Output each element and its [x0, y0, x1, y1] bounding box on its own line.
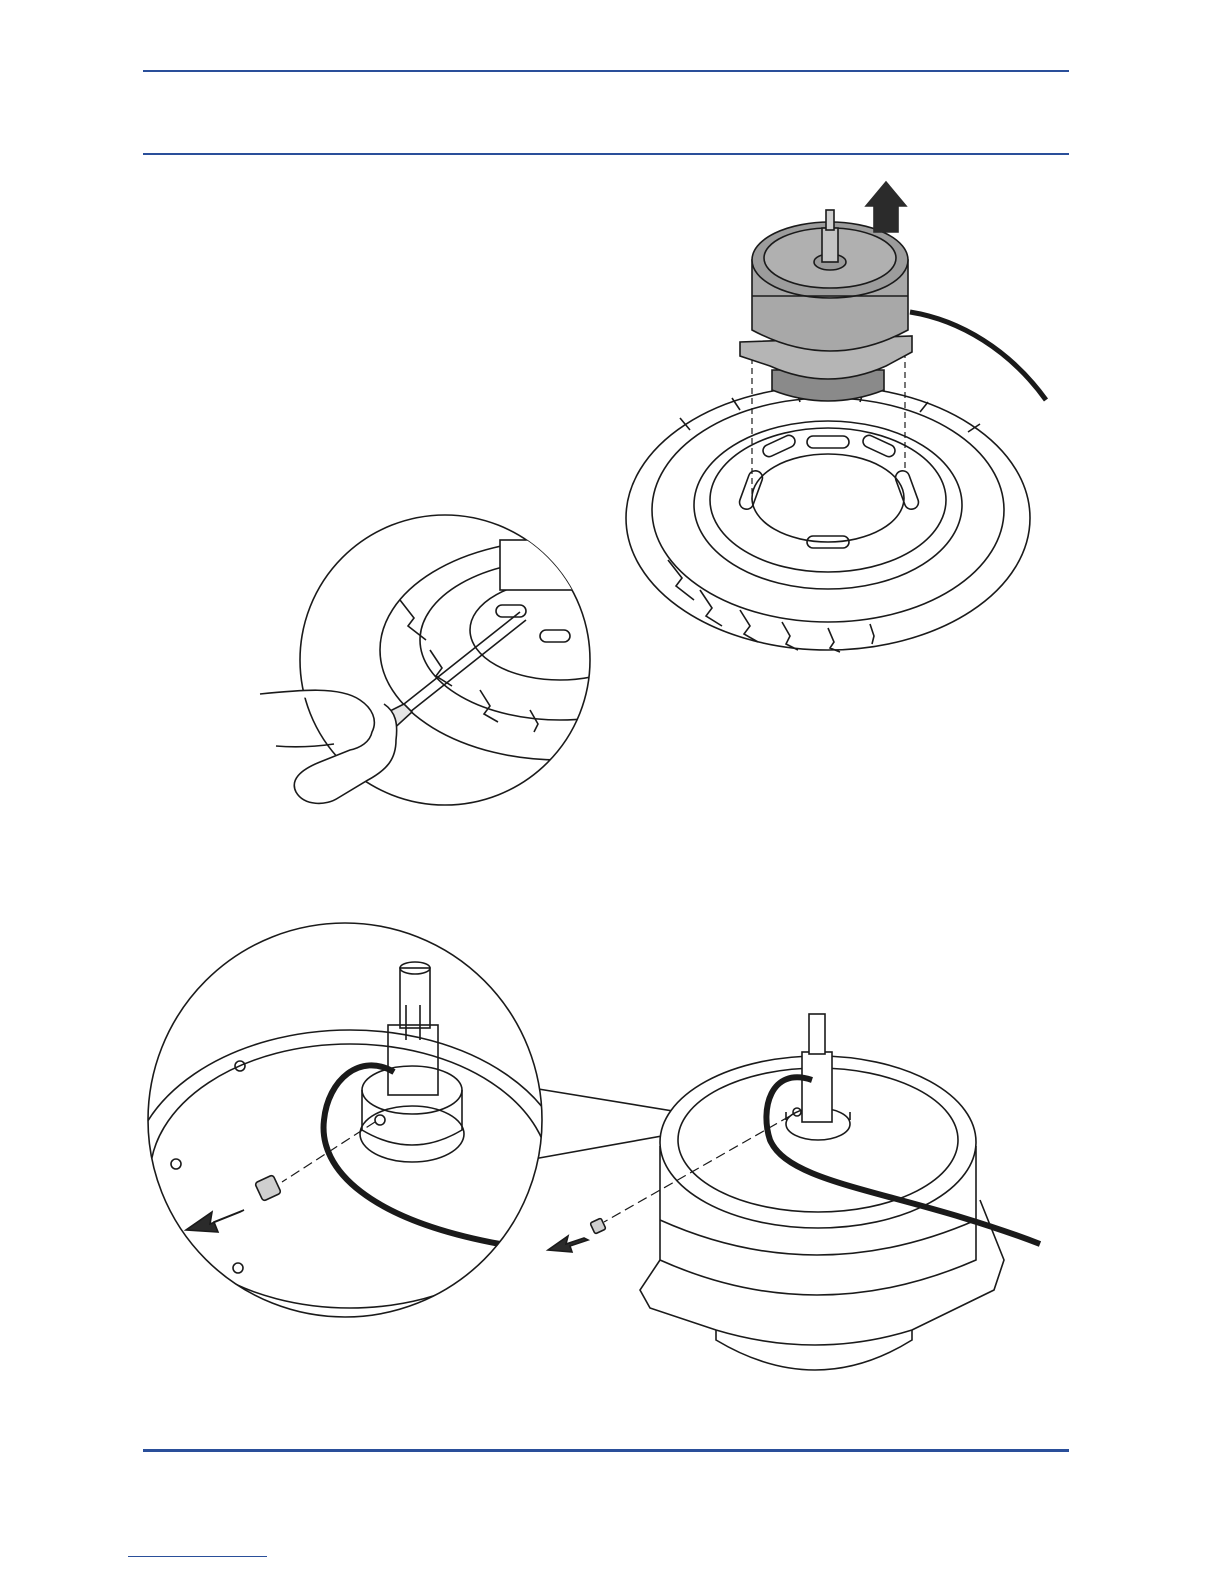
set-screw-removal-illustration: [130, 923, 1040, 1370]
remove-arrow-icon-2: [548, 1236, 588, 1252]
motor-cable: [910, 312, 1046, 400]
lift-up-arrow-icon: [866, 182, 906, 232]
motor-side-view-icon: [640, 1014, 1004, 1370]
footer-link-underline[interactable]: [128, 1556, 267, 1557]
set-screw-icon-2: [590, 1218, 606, 1234]
wheel-icon: [626, 386, 1030, 652]
hub-motor-icon: [740, 210, 912, 401]
footer-rule: [143, 1449, 1069, 1452]
motor-removal-illustration: [626, 182, 1046, 652]
